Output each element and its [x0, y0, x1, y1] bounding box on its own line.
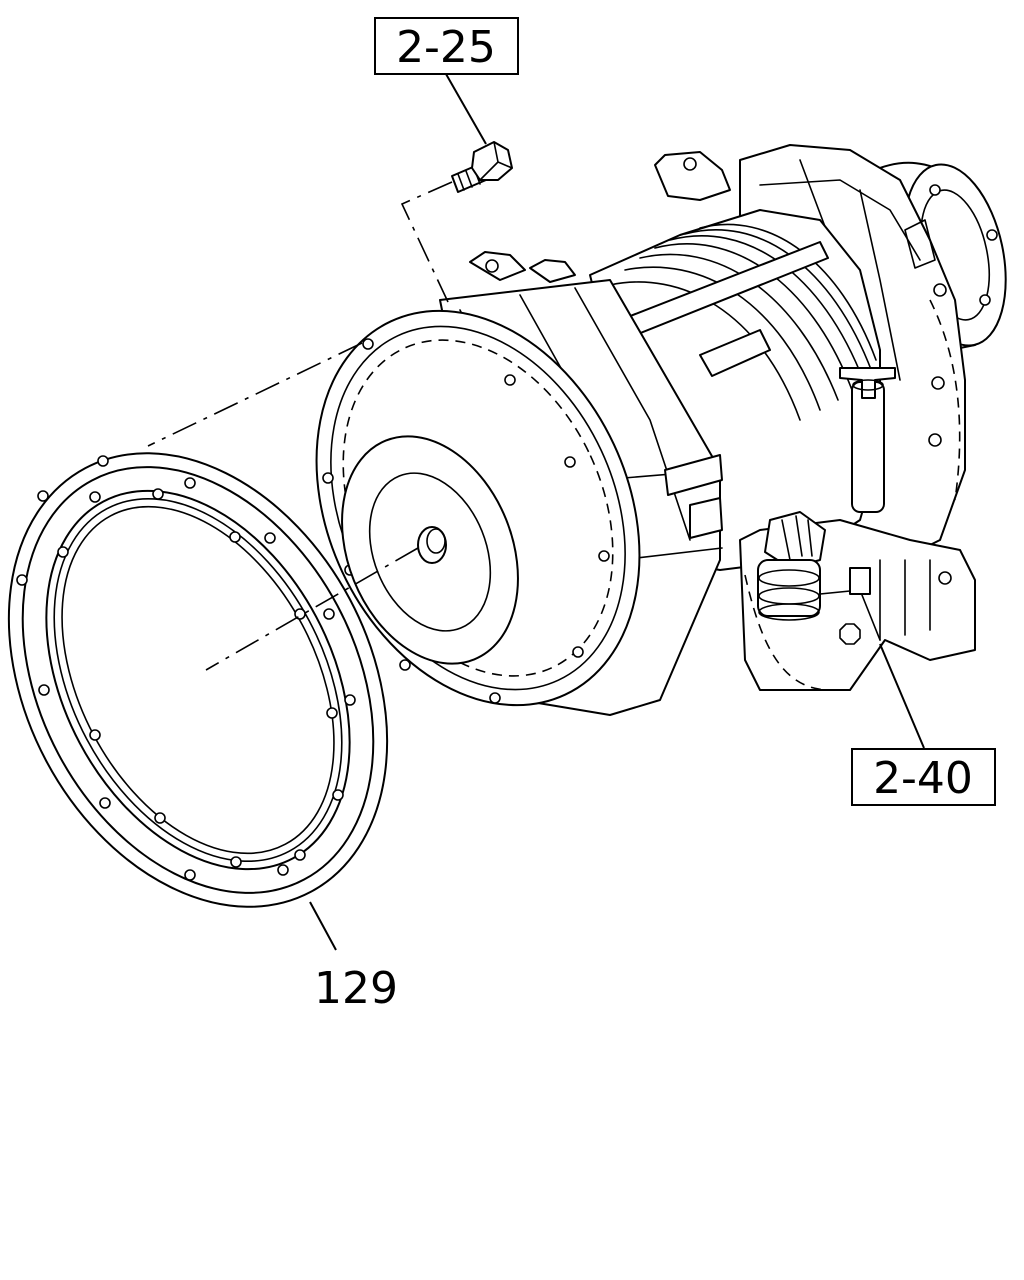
alignment-lines: [147, 181, 453, 671]
torque-converter: [341, 435, 519, 665]
transmission-assembly: [315, 144, 1007, 716]
callout-transmission-box: [851, 748, 996, 806]
callout-gasket-label: 129: [314, 963, 398, 1014]
leader-bolt: [445, 73, 487, 145]
callout-bolt-label: 2-25: [396, 22, 496, 73]
callout-transmission: 2-40: [851, 748, 996, 806]
dipstick: [839, 367, 896, 513]
gasket-ring: [7, 452, 389, 908]
flange-bolt: [451, 141, 513, 193]
gasket-bolt-holes: [16, 455, 356, 881]
callout-transmission-label: 2-40: [873, 753, 973, 804]
leader-transmission: [879, 643, 925, 749]
leader-gasket: [309, 901, 337, 951]
callout-bolt-box: [374, 17, 519, 75]
callout-gasket: 129: [314, 963, 398, 1014]
callout-bolt: 2-25: [374, 17, 519, 75]
connector: [757, 511, 826, 621]
